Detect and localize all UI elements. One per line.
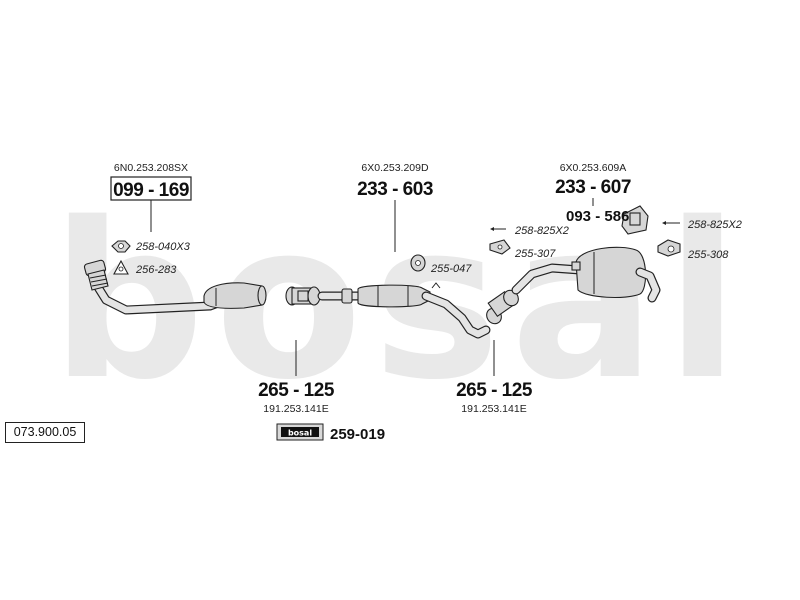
- front-silencer-part-number: 233 - 603: [357, 179, 433, 200]
- gasket-icon: [113, 259, 129, 275]
- front-clamp-oem: 191.253.141E: [263, 403, 328, 415]
- rear-clamp-part-number: 265 - 125: [456, 380, 533, 401]
- bolt-right-icon: [662, 221, 680, 225]
- rear-silencer-assembly: [511, 246, 661, 303]
- bolt-left-label: 258-825X2: [514, 225, 569, 237]
- mounting-kit-badge: bosal: [276, 423, 324, 441]
- hanger-left-icon: [489, 239, 511, 255]
- front-clamp: [285, 286, 321, 306]
- rear-silencer-oem: 6X0.253.609A: [560, 162, 627, 174]
- rubber-mount-mid-icon: [410, 254, 426, 272]
- heat-shield-part-number: 093 - 586: [566, 208, 629, 225]
- rear-clamp-oem: 191.253.141E: [461, 403, 526, 415]
- nut-accessory-label: 258-040X3: [135, 241, 191, 253]
- downpipe-oem: 6N0.253.208SX: [114, 162, 188, 174]
- mounting-kit-badge-text: bosal: [288, 429, 312, 438]
- gasket-accessory-label: 256-283: [135, 264, 177, 276]
- rear-silencer-part-number: 233 - 607: [555, 177, 631, 198]
- rubber-mount-mid-label: 255-047: [430, 263, 472, 275]
- bolt-right-label: 258-825X2: [687, 219, 742, 231]
- downpipe-part-number: 099 - 169: [113, 180, 189, 201]
- downpipe-assembly: [83, 259, 267, 315]
- front-silencer-assembly: [317, 282, 491, 339]
- bolt-left-icon: [490, 227, 506, 231]
- hanger-right-label: 255-308: [687, 249, 729, 261]
- hanger-right-icon: [657, 239, 681, 257]
- diagram-reference-number: 073.900.05: [5, 422, 85, 443]
- nut-icon: [111, 240, 131, 253]
- hanger-left-label: 255-307: [514, 248, 556, 260]
- mounting-kit-part-number: 259-019: [330, 426, 385, 443]
- front-silencer-oem: 6X0.253.209D: [361, 162, 429, 174]
- heat-shield-part: [621, 205, 649, 235]
- front-clamp-part-number: 265 - 125: [258, 380, 335, 401]
